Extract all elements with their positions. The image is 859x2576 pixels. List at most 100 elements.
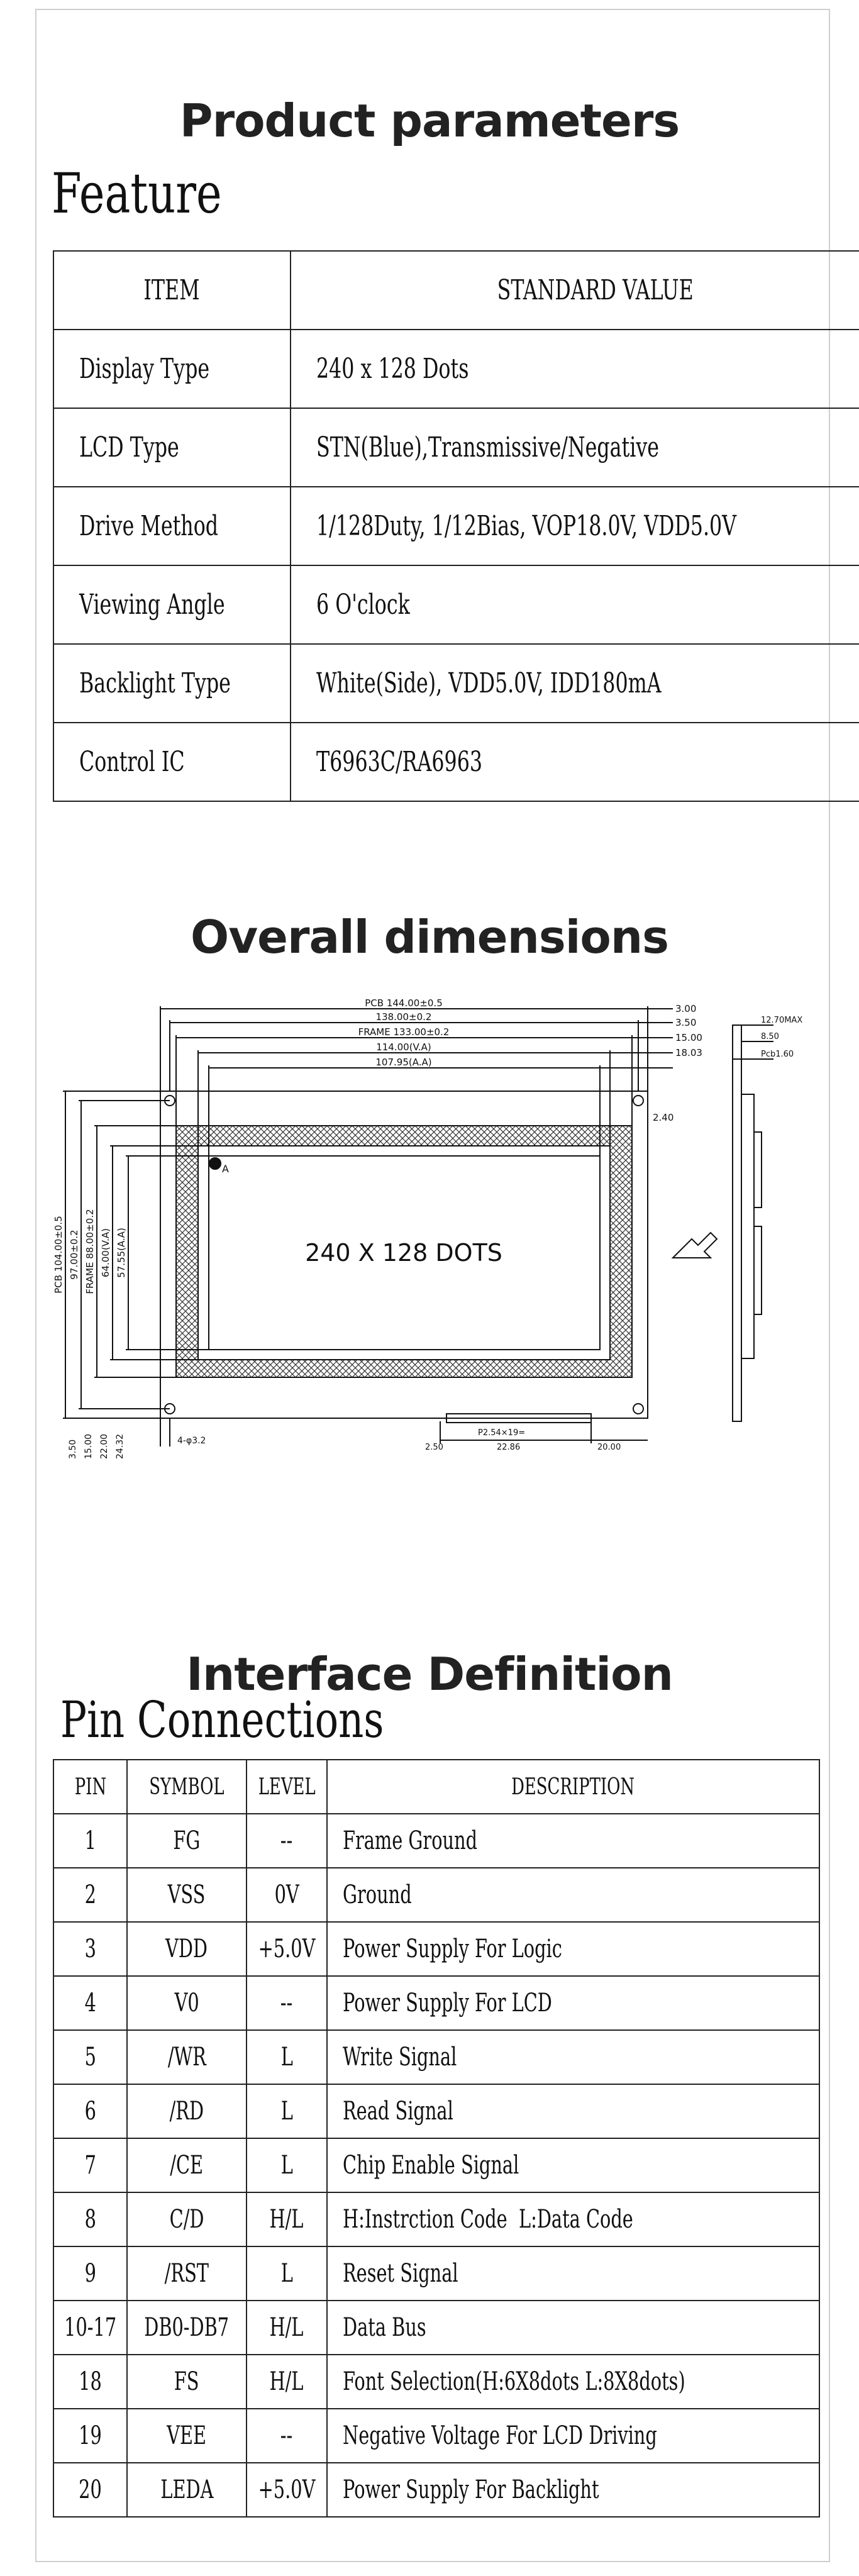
pin-description: Font Selection(H:6X8dots L:8X8dots): [343, 2367, 685, 2396]
pin-level: L: [280, 2259, 293, 2288]
pin-level: H/L: [269, 2205, 304, 2234]
pin-number: 10-17: [64, 2313, 117, 2342]
pin-level: +5.0V: [258, 2475, 316, 2504]
pin-number: 18: [79, 2367, 102, 2396]
table-row: 4 V0 -- Power Supply For LCD: [52, 1975, 820, 2031]
pin-description: Read Signal: [343, 2097, 453, 2126]
pin-symbol: /WR: [167, 2043, 206, 2072]
active-area: [208, 1155, 601, 1350]
mounting-hole: [633, 1403, 644, 1414]
pin-symbol: VSS: [168, 1880, 206, 1909]
pin-number: 1: [84, 1826, 96, 1855]
pin-level: +5.0V: [258, 1935, 316, 1963]
feature-item: Viewing Angle: [79, 589, 225, 621]
pin-level: --: [280, 2421, 293, 2450]
pin-number: 20: [79, 2475, 102, 2504]
pin-dim: 2.50: [425, 1443, 443, 1452]
feature-item: Backlight Type: [79, 667, 231, 699]
pin-level: --: [280, 1989, 293, 2018]
header-description: DESCRIPTION: [511, 1774, 635, 1800]
feature-item: Display Type: [79, 353, 210, 385]
pin-description: Data Bus: [343, 2313, 426, 2342]
display-resolution-label: 240 X 128 DOTS: [305, 1239, 502, 1267]
feature-value: 240 x 128 Dots: [316, 353, 469, 385]
dim-va-height: 64.00(V.A): [100, 1228, 111, 1277]
dimension-drawing: PCB 144.00±0.5 138.00±0.2 FRAME 133.00±0…: [53, 997, 802, 1459]
pin1-label: A: [222, 1163, 229, 1175]
pin-symbol: VDD: [165, 1935, 208, 1963]
pcb-outline: [160, 1091, 648, 1419]
side-lcd: [741, 1094, 755, 1359]
header-level: LEVEL: [258, 1774, 316, 1800]
dim-right: 18.03: [675, 1047, 702, 1058]
view-arrow: [671, 1231, 718, 1258]
pin-pitch-dim: P2.54×19=: [478, 1428, 525, 1438]
table-row: 6/RD L Read Signal: [52, 2084, 820, 2139]
dim-outline-width: 138.00±0.2: [376, 1011, 432, 1023]
pin-description: Chip Enable Signal: [343, 2151, 519, 2180]
feature-value: 1/128Duty, 1/12Bias, VOP18.0V, VDD5.0V: [316, 510, 736, 542]
pin-number: 7: [84, 2151, 96, 2180]
page-border: [35, 9, 830, 2562]
side-pcb: [732, 1024, 742, 1422]
dim-frame-height: FRAME 88.00±0.2: [84, 1209, 96, 1294]
feature-heading: Feature: [52, 161, 222, 226]
side-component: [753, 1226, 762, 1315]
pin-symbol: V0: [174, 1989, 199, 2018]
pin-description: Frame Ground: [343, 1826, 478, 1855]
header-item: ITEM: [143, 274, 200, 306]
pin-description: Power Supply For LCD: [343, 1989, 552, 2018]
header-pin: PIN: [74, 1774, 106, 1800]
pin1-marker: [209, 1157, 221, 1170]
pin-symbol: /CE: [170, 2151, 204, 2180]
dim-right: 3.50: [675, 1017, 696, 1028]
dim-pcb-height: PCB 104.00±0.5: [53, 1216, 64, 1294]
dim-pcb-width: PCB 144.00±0.5: [365, 997, 443, 1009]
pin-number: 19: [79, 2421, 102, 2450]
pin-number: 2: [84, 1880, 96, 1909]
viewing-area: [197, 1145, 611, 1360]
pin-description: H:Instrction Code L:Data Code: [343, 2205, 633, 2234]
table-row: 7/CE L Chip Enable Signal: [52, 2138, 820, 2193]
feature-item: Control IC: [79, 746, 185, 778]
pin-number: 6: [84, 2097, 96, 2126]
pin-symbol: VEE: [167, 2421, 207, 2450]
pin-level: H/L: [269, 2313, 304, 2342]
dim-va-width: 114.00(V.A): [376, 1041, 431, 1053]
pin-number: 5: [84, 2043, 96, 2072]
pin-number: 4: [84, 1989, 96, 2018]
connector: [446, 1413, 592, 1423]
side-dim: 8.50: [761, 1032, 779, 1041]
pin-symbol: /RD: [169, 2097, 204, 2126]
pin-number: 3: [84, 1935, 96, 1963]
table-row: Backlight Type White(Side), VDD5.0V, IDD1…: [53, 643, 859, 723]
pin-description: Negative Voltage For LCD Driving: [343, 2421, 657, 2450]
feature-value: White(Side), VDD5.0V, IDD180mA: [316, 667, 662, 699]
table-row: 19 VEE -- Negative Voltage For LCD Driving: [52, 2408, 820, 2463]
product-parameters-heading: Product parameters: [179, 94, 680, 147]
pin-level: L: [280, 2151, 293, 2180]
pin-number: 9: [84, 2259, 96, 2288]
table-row: Display Type 240 x 128 Dots: [53, 329, 859, 409]
feature-item: LCD Type: [79, 431, 179, 464]
header-standard-value: STANDARD VALUE: [497, 274, 694, 306]
pin-symbol: FS: [174, 2367, 199, 2396]
feature-value: T6963C/RA6963: [316, 746, 482, 778]
dim-aa-width: 107.95(A.A): [375, 1057, 431, 1068]
dim-bottom: 15.00: [84, 1434, 94, 1459]
pin-symbol: C/D: [169, 2205, 204, 2234]
pin-level: L: [280, 2097, 293, 2126]
pin-description: Reset Signal: [343, 2259, 458, 2288]
side-component: [753, 1131, 762, 1208]
pin-connections-heading: Pin Connections: [60, 1690, 384, 1749]
pin-level: L: [280, 2043, 293, 2072]
dim-right: 15.00: [675, 1032, 702, 1043]
